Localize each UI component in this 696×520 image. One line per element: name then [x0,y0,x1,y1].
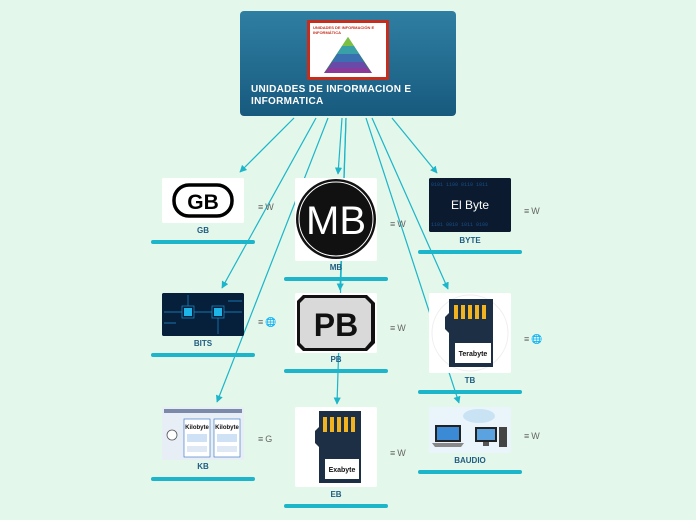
wikipedia-icon[interactable]: W [265,202,274,212]
root-thumbnail: UNIDADES DE INFORMACIÓN E INFORMÁTICA [307,20,389,80]
baudio-image [429,407,511,453]
notes-icon[interactable]: ≡ [524,334,530,344]
network-devices-icon [429,407,511,453]
mb-image: MB [295,178,377,261]
mb-logo-text: MB [306,199,366,243]
globe-icon[interactable]: 🌐 [265,317,277,327]
root-title: UNIDADES DE INFORMACION E INFORMATICA [251,84,412,107]
gb-icons: ≡W [258,202,276,212]
wikipedia-icon[interactable]: W [397,448,406,458]
mb-underline [284,277,388,281]
node-pb[interactable]: PB PB [284,293,388,377]
sd-card-icon: Exabyte [295,407,377,487]
pyramid-graphic [324,37,372,73]
node-mb[interactable]: MB MB [284,178,388,284]
notes-icon[interactable]: ≡ [390,219,396,229]
baudio-underline [418,470,522,474]
pb-underline [284,369,388,373]
byte-code-icon: 0101 1100 0110 1011 1101 0010 1011 0100 … [429,178,511,232]
root-topic[interactable]: UNIDADES DE INFORMACIÓN E INFORMÁTICA UN… [240,11,456,116]
kb-infographic-icon: Kilobyte Kilobyte [162,407,244,460]
pb-label: PB [330,355,342,364]
baudio-label: BAUDIO [454,456,486,465]
wikipedia-icon[interactable]: W [531,431,540,441]
node-byte[interactable]: 0101 1100 0110 1011 1101 0010 1011 0100 … [418,178,522,258]
tb-logo-text: Terabyte [459,351,488,358]
notes-icon[interactable]: ≡ [258,317,264,327]
pb-icons: ≡W [390,323,408,333]
google-icon[interactable]: G [265,434,273,444]
pb-logo-text: PB [314,307,358,343]
eb-underline [284,504,388,508]
globe-icon[interactable]: 🌐 [531,334,543,344]
mb-icons: ≡W [390,219,408,229]
bits-image [162,293,244,336]
connector-bits [221,117,317,289]
node-kb[interactable]: Kilobyte Kilobyte KB [151,407,255,485]
eb-image: Exabyte [295,407,377,487]
kb-logo-text-1: Kilobyte [185,425,209,431]
wikipedia-icon[interactable]: W [531,206,540,216]
kb-logo-text-2: Kilobyte [215,425,239,431]
bits-underline [151,353,255,357]
chip-icon [162,293,244,336]
pb-logo-icon: PB [295,293,377,353]
connector-eb [333,117,347,405]
eb-logo-text: Exabyte [329,467,356,474]
notes-icon[interactable]: ≡ [258,434,264,444]
notes-icon[interactable]: ≡ [524,206,530,216]
sd-card-icon: Terabyte [429,293,511,373]
notes-icon[interactable]: ≡ [390,323,396,333]
wikipedia-icon[interactable]: W [397,219,406,229]
tb-image: Terabyte [429,293,511,373]
gb-underline [151,240,255,244]
tb-icons: ≡🌐 [524,334,544,345]
node-bits[interactable]: BITS [151,293,255,359]
byte-underline [418,250,522,254]
byte-image: 0101 1100 0110 1011 1101 0010 1011 0100 … [429,178,511,232]
byte-logo-text: El Byte [451,198,489,212]
kb-underline [151,477,255,481]
gb-logo-icon: GB [162,178,244,223]
tb-underline [418,390,522,394]
tb-label: TB [464,376,476,385]
gb-image: GB [162,178,244,223]
connector-gb [239,117,295,173]
kb-image: Kilobyte Kilobyte [162,407,244,460]
pb-image: PB [295,293,377,353]
connector-mb [334,117,343,175]
svg-text:0101 1100 0110 1011: 0101 1100 0110 1011 [431,182,488,188]
gb-label: GB [197,226,209,235]
node-tb[interactable]: Terabyte TB [418,293,522,397]
bits-icons: ≡🌐 [258,317,278,328]
root-thumbnail-title: UNIDADES DE INFORMACIÓN E INFORMÁTICA [313,25,375,35]
svg-text:1101 0010 1011 0100: 1101 0010 1011 0100 [431,222,488,228]
kb-icons: ≡G [258,434,274,444]
baudio-icons: ≡W [524,431,542,441]
wikipedia-icon[interactable]: W [397,323,406,333]
mb-logo-icon: MB [295,178,377,261]
gb-logo-text: GB [187,191,219,214]
node-baudio[interactable]: BAUDIO [418,407,522,477]
byte-label: BYTE [459,236,481,245]
eb-icons: ≡W [390,448,408,458]
notes-icon[interactable]: ≡ [524,431,530,441]
notes-icon[interactable]: ≡ [258,202,264,212]
mb-label: MB [329,263,343,272]
node-eb[interactable]: Exabyte EB [284,407,388,511]
notes-icon[interactable]: ≡ [390,448,396,458]
byte-icons: ≡W [524,206,542,216]
bits-label: BITS [193,339,213,348]
connector-tb [371,117,449,290]
kb-label: KB [197,462,209,471]
eb-label: EB [330,490,342,499]
node-gb[interactable]: GB GB [151,178,255,248]
connector-byte [391,117,438,174]
